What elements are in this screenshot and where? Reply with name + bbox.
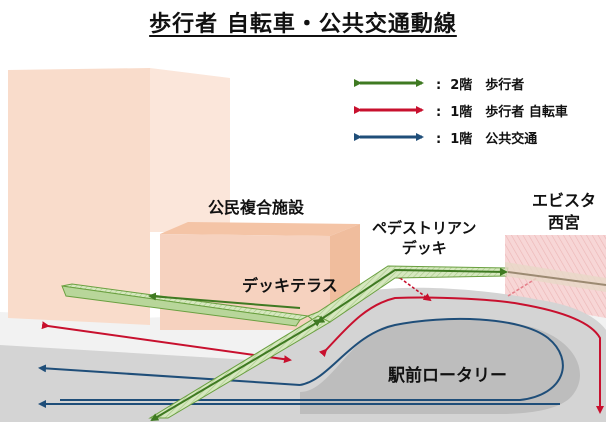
label-public-facility: 公民複合施設 (208, 198, 305, 217)
tall-building (8, 68, 230, 325)
legend-arrows (354, 79, 424, 141)
legend-item-1f-pedestrian: : 1階 歩行者 自転車 (436, 105, 568, 120)
label-ebisuta: エビスタ 西宮 (532, 191, 597, 232)
pedestrian-2f-routes (148, 267, 606, 422)
label-station-rotary: 駅前ロータリー (388, 366, 507, 386)
page-title: 歩行者 自転車・公共交通動線 (149, 12, 457, 37)
legend-item-2f: : 2階 歩行者 (436, 78, 525, 93)
legend-item-1f-transit: : 1階 公共交通 (436, 132, 538, 147)
label-deck-terrace: デッキテラス (242, 276, 338, 295)
label-pedestrian-deck: ペデストリアン デッキ (372, 219, 477, 257)
